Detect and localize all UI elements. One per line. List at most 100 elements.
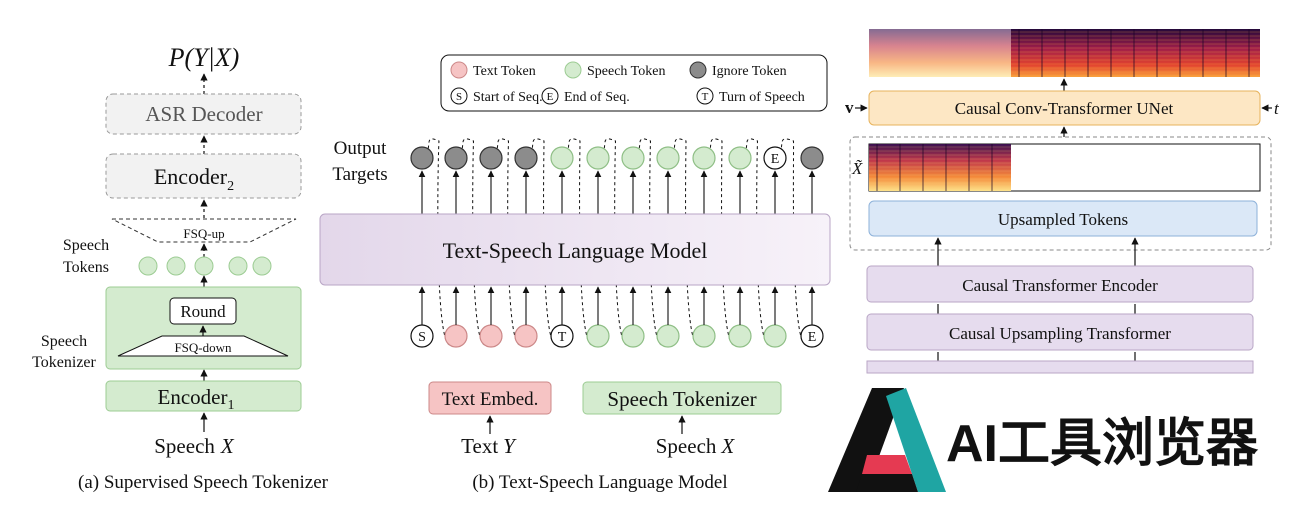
unet-box [868, 90, 1261, 126]
legend-ignore-token-swatch [689, 61, 707, 79]
input-speech-token [621, 324, 645, 348]
legend-text-token-swatch [450, 61, 468, 79]
input-text-token [479, 324, 503, 348]
masked-spectrogram [868, 143, 1261, 192]
spectrogram-context-fade [869, 29, 1011, 77]
caption-a: (a) Supervised Speech Tokenizer [78, 472, 329, 493]
speech-token [228, 256, 248, 276]
spectrogram-generated-segment [1011, 29, 1260, 77]
caption-b: (b) Text-Speech Language Model [472, 472, 727, 493]
causal-transformer-encoder-label: Causal Transformer Encoder [962, 276, 1158, 295]
legend-start-symbol: S [456, 91, 462, 103]
upsampled-tokens-box [868, 200, 1258, 237]
language-model-box [319, 213, 831, 286]
output-speech-token [550, 146, 574, 170]
input-speech-token [656, 324, 680, 348]
condition-group [849, 136, 1272, 251]
text-embed-box [428, 381, 552, 415]
output-targets-label-1: Output [334, 138, 388, 159]
input-text-token [514, 324, 538, 348]
shift-connector [427, 138, 451, 346]
watermark: AI工具浏览器 [828, 388, 1259, 492]
legend-speech-token-label: Speech Token [587, 64, 665, 79]
legend-text-token-label: Text Token [473, 64, 536, 79]
v-label: v [845, 98, 854, 117]
fsq-down-trapezoid [117, 335, 289, 357]
legend-turn-symbol: T [702, 91, 709, 103]
encoder2-label: Encoder2 [154, 164, 234, 194]
shift-connector [745, 138, 770, 346]
legend-start-label: Start of Seq. [473, 90, 543, 105]
output-ignore-token [514, 146, 538, 170]
unet-label: Causal Conv-Transformer UNet [955, 99, 1174, 118]
legend-speech-token-swatch [564, 61, 582, 79]
speech-tokenizer-b-box [582, 381, 782, 415]
speech-token-row [138, 256, 272, 276]
input-speech-token [586, 324, 610, 348]
output-end-symbol: E [771, 152, 780, 167]
output-ignore-token [479, 146, 503, 170]
speech-tokens-label-1: Speech [63, 237, 109, 254]
output-speech-token [656, 146, 680, 170]
masked-spectrogram-texture [869, 144, 1011, 191]
legend-end-symbol: E [547, 91, 554, 103]
shift-connector [780, 138, 807, 346]
fsq-down-label: FSQ-down [174, 340, 232, 355]
spectrogram-top-texture [1011, 29, 1260, 77]
input-start-symbol: S [418, 330, 426, 345]
cropped-lower-block [866, 360, 1254, 374]
output-ignore-token [444, 146, 468, 170]
t-label: t [1274, 99, 1280, 118]
shift-connector [709, 138, 735, 346]
panel-a: P(Y|X) ASR Decoder Encoder2 FSQ-up Speec… [32, 43, 329, 493]
encoder2-box [105, 153, 302, 199]
shift-connector [603, 138, 628, 346]
output-spectrogram [869, 29, 1260, 77]
speech-tokenizer-b-label: Speech Tokenizer [607, 387, 756, 411]
encoder1-label: Encoder1 [158, 385, 235, 413]
panel-c: Causal Conv-Transformer UNet v t X̃ Upsa… [845, 29, 1280, 374]
round-box [169, 297, 237, 325]
input-speech-token [763, 324, 787, 348]
input-text-token [444, 324, 468, 348]
input-turn-symbol: T [558, 330, 567, 345]
shift-connector [461, 138, 486, 346]
legend-box [440, 54, 828, 112]
speech-tokenizer-label-1: Speech [41, 333, 87, 350]
masked-spectrogram-context [869, 144, 1011, 191]
asr-decoder-box [105, 93, 302, 135]
asr-decoder-label: ASR Decoder [145, 102, 262, 126]
spectrogram-context-segment [869, 29, 1011, 77]
output-token-row: E [410, 146, 824, 214]
causal-upsampling-transformer-box [866, 313, 1254, 351]
legend-turn-label: Turn of Speech [719, 90, 805, 105]
round-label: Round [180, 302, 226, 321]
legend-start-swatch [450, 87, 468, 105]
text-embed-label: Text Embed. [442, 389, 539, 410]
panel-b: Text Token Speech Token Ignore Token S S… [319, 54, 831, 493]
input-speech-token [692, 324, 716, 348]
shift-connector [638, 138, 663, 346]
watermark-text: AI工具浏览器 [946, 415, 1259, 473]
watermark-logo-icon [828, 388, 946, 492]
fsq-up-trapezoid [111, 218, 297, 243]
shift-connector [673, 138, 699, 346]
causal-transformer-encoder-box [866, 265, 1254, 303]
upsampled-tokens-label: Upsampled Tokens [998, 210, 1128, 229]
xtilde-label: X̃ [851, 159, 863, 178]
speech-tokenizer-label-2: Tokenizer [32, 354, 96, 371]
fsq-up-label: FSQ-up [183, 226, 224, 241]
legend-turn-swatch [696, 87, 714, 105]
language-model-label: Text-Speech Language Model [443, 238, 708, 263]
shift-connector [531, 138, 557, 346]
probability-label: P(Y|X) [168, 43, 240, 72]
causal-upsampling-transformer-label: Causal Upsampling Transformer [949, 324, 1171, 343]
input-speech-token [728, 324, 752, 348]
legend-end-label: End of Seq. [564, 90, 630, 105]
output-speech-token [621, 146, 645, 170]
